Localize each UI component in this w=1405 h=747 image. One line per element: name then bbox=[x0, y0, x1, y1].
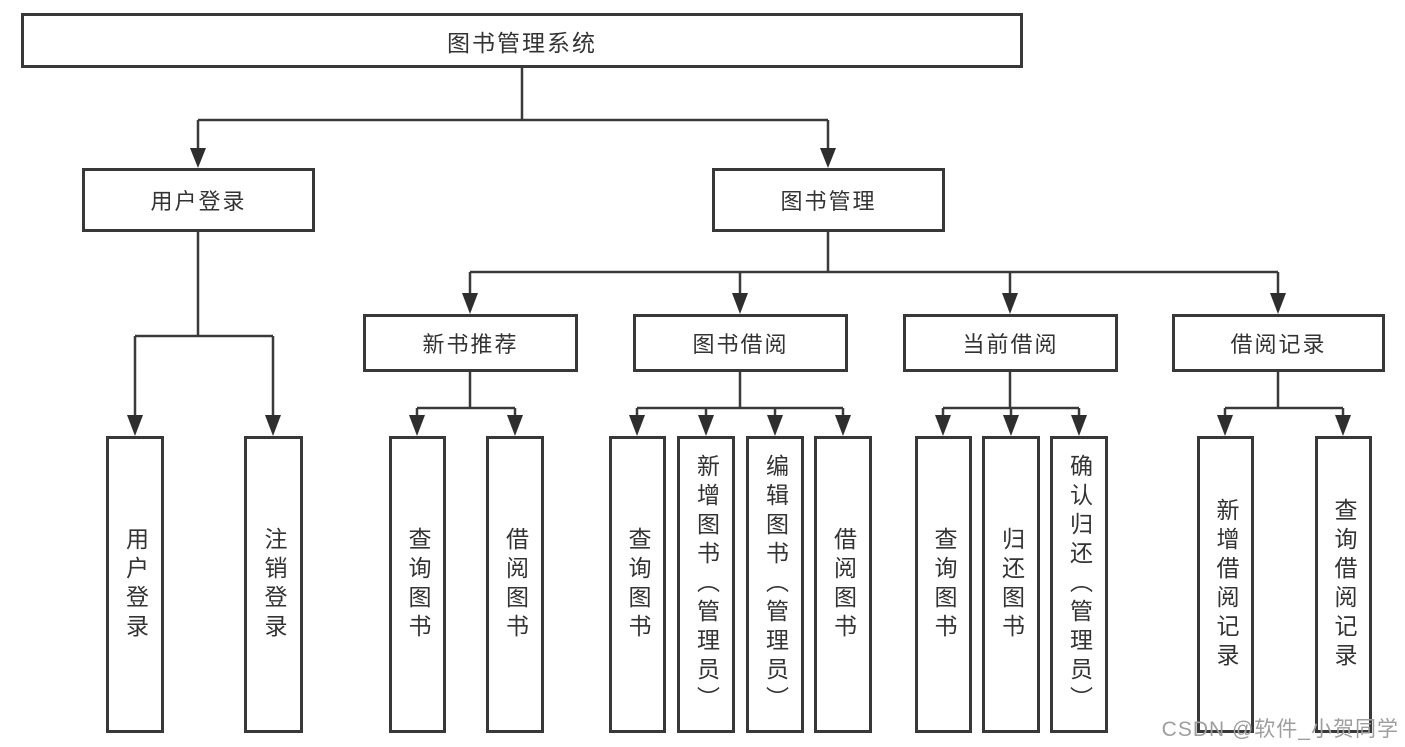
leaf-borrow-book-recommend: 借阅图书 bbox=[486, 436, 544, 733]
node-current-borrowing: 当前借阅 bbox=[903, 314, 1118, 372]
leaf-user-login: 用户登录 bbox=[106, 436, 164, 733]
node-new-book-recommendation: 新书推荐 bbox=[363, 314, 578, 372]
connector-user-login-to-leaves bbox=[127, 232, 281, 436]
connector-root-to-level2 bbox=[190, 68, 836, 168]
connector-borrow-record-to-leaves bbox=[1217, 372, 1351, 436]
leaf-query-borrow-record: 查询借阅记录 bbox=[1315, 436, 1372, 733]
leaf-query-book-recommend: 查询图书 bbox=[389, 436, 446, 733]
connector-new-book-to-leaves bbox=[409, 372, 523, 436]
leaf-confirm-return-admin: 确认归还（管理员） bbox=[1050, 436, 1108, 733]
leaf-query-book-current: 查询图书 bbox=[915, 436, 972, 733]
leaf-query-book-borrow: 查询图书 bbox=[609, 436, 666, 733]
leaf-add-borrow-record: 新增借阅记录 bbox=[1197, 436, 1254, 733]
leaf-edit-book-admin: 编辑图书（管理员） bbox=[746, 436, 804, 733]
leaf-logout: 注销登录 bbox=[244, 436, 303, 733]
leaf-add-book-admin: 新增图书（管理员） bbox=[677, 436, 735, 733]
leaf-borrow-book: 借阅图书 bbox=[814, 436, 872, 733]
csdn-watermark: CSDN @软件_小贺同学 bbox=[1161, 718, 1399, 741]
connector-book-management-to-level3 bbox=[462, 232, 1286, 314]
node-book-management: 图书管理 bbox=[712, 168, 945, 232]
node-user-login: 用户登录 bbox=[82, 168, 315, 232]
connector-book-borrow-to-leaves bbox=[629, 372, 851, 436]
node-library-management-system: 图书管理系统 bbox=[21, 13, 1023, 68]
leaf-return-book: 归还图书 bbox=[982, 436, 1040, 733]
connector-current-borrow-to-leaves bbox=[935, 372, 1087, 436]
node-book-borrowing: 图书借阅 bbox=[633, 314, 848, 372]
node-borrowing-records: 借阅记录 bbox=[1172, 314, 1385, 372]
